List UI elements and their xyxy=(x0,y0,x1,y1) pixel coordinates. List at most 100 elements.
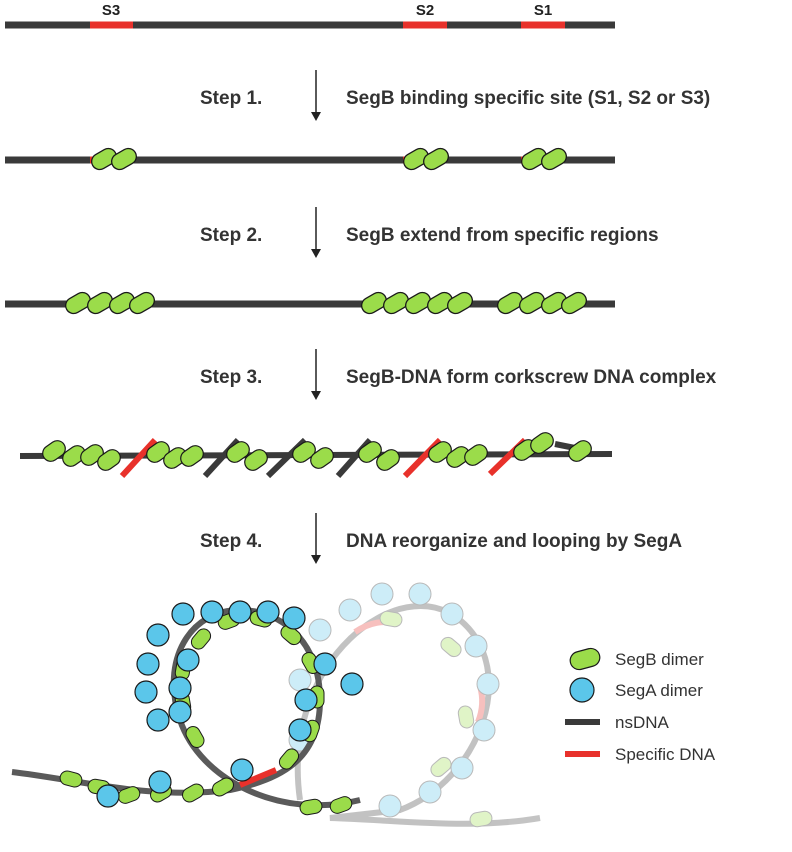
sega-dimer xyxy=(146,708,170,732)
dna-row-step2 xyxy=(5,291,615,315)
segb-dimer xyxy=(62,445,86,467)
segb-dimer xyxy=(87,291,113,315)
looped-complex xyxy=(11,582,541,828)
segb-pair-s1 xyxy=(521,147,567,171)
segb-dimer xyxy=(568,440,592,462)
segb-dimer xyxy=(541,291,567,315)
dna-row-step1 xyxy=(5,147,615,171)
legend-label-specific: Specific DNA xyxy=(615,745,716,764)
segb-dimer xyxy=(427,291,453,315)
segb-dimer xyxy=(299,798,323,816)
step-4-label: Step 4. xyxy=(200,531,262,552)
segb-dimer xyxy=(182,783,204,803)
segb-dimer xyxy=(497,291,523,315)
segb-dimer xyxy=(376,449,400,471)
segb-cluster-s1 xyxy=(497,291,587,315)
segb-dimer xyxy=(185,726,205,748)
step-3-text: SegB-DNA form corkscrew DNA complex xyxy=(346,367,717,388)
segb-dimer xyxy=(430,756,452,778)
segb-dimer xyxy=(109,291,135,315)
specific-dna-segment xyxy=(475,685,486,724)
step-4-arrowhead xyxy=(311,555,321,564)
sega-dimer xyxy=(464,634,488,658)
segb-dimer xyxy=(457,705,475,729)
specific-dna-segment xyxy=(238,767,278,788)
segb-dimer xyxy=(212,777,234,797)
sega-dimer xyxy=(200,600,224,624)
segb-dimer xyxy=(446,446,470,468)
segb-dimer xyxy=(190,628,212,650)
step-1-text: SegB binding specific site (S1, S2 or S3… xyxy=(346,88,710,109)
sega-dimer xyxy=(96,784,120,808)
sega-dimer xyxy=(168,700,192,724)
step-3-label: Step 3. xyxy=(200,367,262,388)
segb-dimer xyxy=(180,445,204,467)
step-2-label: Step 2. xyxy=(200,225,262,246)
site-label-s2: S2 xyxy=(416,2,434,19)
segb-dimer xyxy=(111,147,137,171)
specific-dna-crossing xyxy=(119,437,158,479)
segb-dimer xyxy=(428,441,452,463)
segb-dimer xyxy=(65,291,91,315)
segb-dimer xyxy=(530,432,554,454)
segb-dimer xyxy=(129,291,155,315)
step-2-arrowhead xyxy=(311,249,321,258)
segb-dimer xyxy=(329,796,353,814)
step-1-label: Step 1. xyxy=(200,88,262,109)
nsdna-loop xyxy=(295,603,541,827)
corkscrew-complex xyxy=(19,432,613,479)
sega-dimer xyxy=(418,780,442,804)
sega-dimer xyxy=(171,602,195,626)
segb-pair-s3 xyxy=(91,147,137,171)
segb-dimer xyxy=(383,291,409,315)
sega-dimer-swatch xyxy=(569,677,595,703)
sega-dimer xyxy=(256,600,280,624)
loop-sega xyxy=(96,600,364,808)
sega-dimer xyxy=(288,668,312,692)
sega-dimer xyxy=(288,718,312,742)
site-label-s3: S3 xyxy=(102,2,120,19)
legend-label-segb: SegB dimer xyxy=(615,650,704,669)
sega-dimer xyxy=(338,598,362,622)
segb-dimer xyxy=(59,770,83,788)
sega-dimer xyxy=(476,672,500,696)
step-1-arrowhead xyxy=(311,112,321,121)
segb-dimer xyxy=(464,444,488,466)
sega-dimer xyxy=(294,688,318,712)
sega-dimer xyxy=(450,756,474,780)
segb-dimer xyxy=(521,147,547,171)
loop-segb xyxy=(59,610,353,816)
step-2: Step 2. SegB extend from specific region… xyxy=(200,207,659,258)
sega-dimer xyxy=(370,582,394,606)
step-2-text: SegB extend from specific regions xyxy=(346,225,659,246)
legend: SegB dimer SegA dimer nsDNA Specific DNA xyxy=(565,647,716,764)
segb-dimer xyxy=(97,449,121,471)
segb-dimer xyxy=(405,291,431,315)
step-3: Step 3. SegB-DNA form corkscrew DNA comp… xyxy=(200,349,717,400)
sega-dimer xyxy=(168,676,192,700)
segb-dimer xyxy=(146,441,170,463)
sega-dimer xyxy=(148,770,172,794)
sega-dimer xyxy=(472,718,496,742)
segb-dimer xyxy=(519,291,545,315)
step-1: Step 1. SegB binding specific site (S1, … xyxy=(200,70,710,121)
sega-dimer xyxy=(146,623,170,647)
sega-dimer xyxy=(282,606,306,630)
step-4: Step 4. DNA reorganize and looping by Se… xyxy=(200,513,682,564)
sega-dimer xyxy=(313,652,337,676)
segb-dimer xyxy=(280,624,302,646)
segb-dimer xyxy=(358,441,382,463)
segb-dimer xyxy=(42,440,66,462)
segb-dimer xyxy=(278,748,300,770)
legend-label-sega: SegA dimer xyxy=(615,681,703,700)
sega-dimer xyxy=(308,618,332,642)
sega-dimer xyxy=(134,680,158,704)
legend-item-specific: Specific DNA xyxy=(565,745,716,764)
segb-dimer xyxy=(423,147,449,171)
segb-dimer xyxy=(469,810,493,828)
segb-cluster-s2 xyxy=(361,291,473,315)
segb-dimer-swatch xyxy=(569,647,601,671)
specific-dna-segment xyxy=(353,619,397,635)
legend-label-nsdna: nsDNA xyxy=(615,713,670,732)
sega-dimer xyxy=(340,672,364,696)
